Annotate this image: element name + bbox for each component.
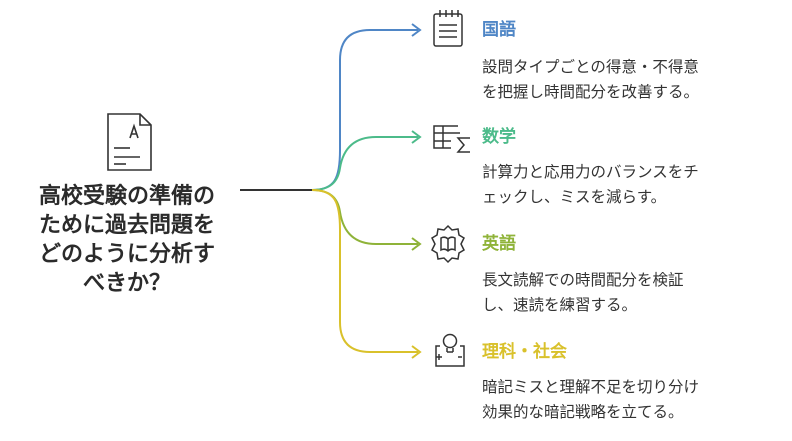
central-question-line-3: どのように分析す (38, 242, 215, 267)
branch-desc-line: ェックし、ミスを減らす。 (482, 188, 667, 206)
central-question-line-2: ために過去問題を (38, 213, 215, 238)
branch-desc-line: 設問タイプごとの得意・不得意 (482, 58, 699, 76)
branch-desc-line: 長文読解での時間配分を検証 (482, 271, 684, 289)
branch-arrow-0 (411, 23, 422, 37)
book-badge-icon (431, 224, 465, 264)
branch-desc-line: を把握し時間配分を改善する。 (482, 83, 700, 101)
notepad-icon (433, 10, 463, 47)
branch-desc-math: 計算力と応用力のバランスをチ ェックし、ミスを減らす。 (482, 160, 782, 210)
branch-arrow-1 (411, 130, 422, 144)
central-question-line-1: 高校受験の準備の (38, 184, 215, 209)
branch-arrow-2 (411, 237, 422, 251)
central-question: 高校受験の準備の ために過去問題を どのように分析す べきか？ (14, 182, 240, 298)
branch-title-science-social: 理科・社会 (482, 342, 567, 362)
branch-desc-line: し、速読を練習する。 (482, 296, 638, 314)
branch-desc-line: 暗記ミスと理解不足を切り分け (482, 378, 700, 396)
branch-desc-line: 効果的な暗記戦略を立てる。 (482, 403, 684, 421)
lightbulb-icon (435, 333, 465, 367)
branch-connector-0 (311, 29, 418, 191)
document-pen-icon (107, 113, 152, 171)
table-sigma-icon (433, 125, 470, 153)
branch-connector-1 (311, 136, 418, 191)
branch-title-math: 数学 (482, 127, 516, 147)
branch-desc-line: 計算力と応用力のバランスをチ (482, 163, 699, 181)
branch-desc-english: 長文読解での時間配分を検証 し、速読を練習する。 (482, 268, 782, 318)
branch-title-english: 英語 (482, 234, 516, 254)
branch-connector-3 (311, 189, 418, 353)
branch-title-japanese: 国語 (482, 20, 516, 40)
central-question-line-4: べきか？ (82, 271, 171, 296)
branch-desc-japanese: 設問タイプごとの得意・不得意 を把握し時間配分を改善する。 (482, 55, 782, 105)
branch-connector-2 (311, 189, 418, 245)
branch-arrow-3 (411, 345, 422, 359)
branch-desc-science-social: 暗記ミスと理解不足を切り分け 効果的な暗記戦略を立てる。 (482, 375, 782, 425)
